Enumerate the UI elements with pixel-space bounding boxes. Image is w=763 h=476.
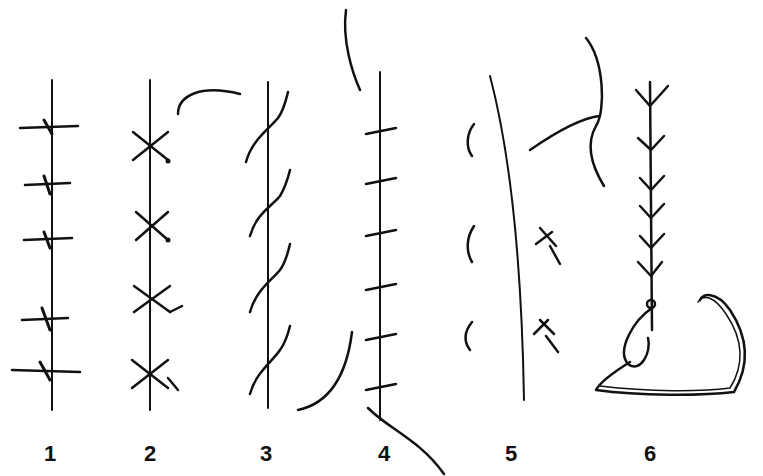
continuous-suture bbox=[246, 82, 352, 410]
callout-number: 3 bbox=[260, 443, 272, 465]
cross-suture bbox=[132, 80, 240, 410]
callout-number: 5 bbox=[505, 443, 517, 465]
callout-number: 2 bbox=[144, 443, 156, 465]
callout-number: 6 bbox=[644, 443, 656, 465]
interrupted-suture bbox=[12, 80, 80, 410]
callout-number: 1 bbox=[44, 443, 56, 465]
running-suture bbox=[345, 10, 444, 474]
callout-number: 4 bbox=[378, 443, 390, 465]
locking-suture bbox=[596, 82, 745, 395]
buried-suture bbox=[466, 38, 604, 400]
